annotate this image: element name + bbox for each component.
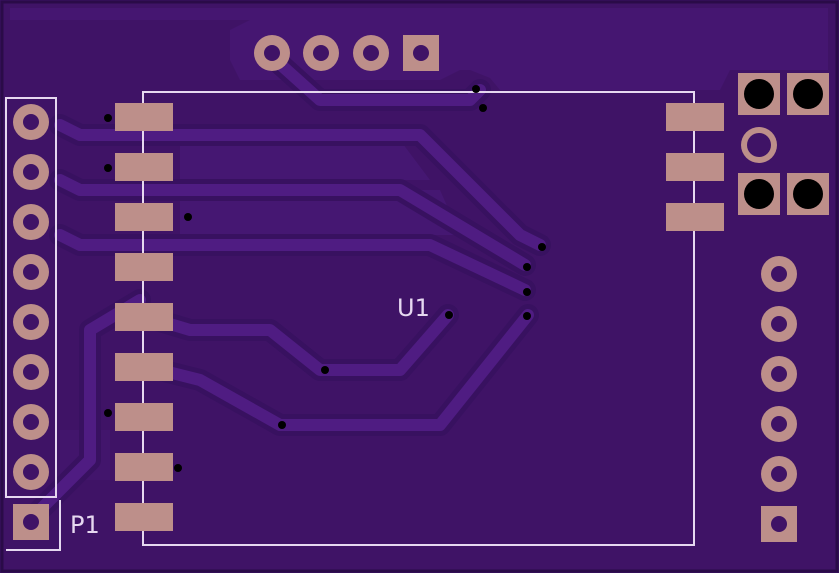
p1-label: P1 xyxy=(70,511,100,539)
u1-pad xyxy=(115,303,173,331)
via xyxy=(523,263,531,271)
via xyxy=(523,312,531,320)
via xyxy=(278,421,286,429)
via xyxy=(104,114,112,122)
p1-pin xyxy=(13,454,49,490)
u1-pad xyxy=(115,103,173,131)
via xyxy=(472,85,480,93)
via xyxy=(538,243,546,251)
via xyxy=(184,213,192,221)
right-header-pin xyxy=(761,456,797,492)
right-header-pin xyxy=(761,306,797,342)
switch-pads xyxy=(738,73,829,215)
p1-pin xyxy=(13,154,49,190)
top-header-pin xyxy=(353,35,389,71)
u1-pad xyxy=(666,203,724,231)
top-header-pads xyxy=(254,35,439,71)
p1-pin1-marker xyxy=(6,500,61,551)
u1-pad xyxy=(666,103,724,131)
right-header-pads xyxy=(761,256,797,542)
vias xyxy=(104,85,546,472)
u1-label: U1 xyxy=(397,294,430,322)
p1-pin xyxy=(13,204,49,240)
p1-pads xyxy=(13,104,49,540)
right-header-pin xyxy=(761,406,797,442)
via xyxy=(321,366,329,374)
top-header-pin-square xyxy=(403,35,439,71)
u1-pad xyxy=(115,253,173,281)
via xyxy=(479,104,487,112)
p1-pin xyxy=(13,404,49,440)
u1-right-pads xyxy=(666,103,724,231)
u1-pad xyxy=(115,203,173,231)
right-header-pin-square xyxy=(761,506,797,542)
p1-pin xyxy=(13,304,49,340)
switch-pad xyxy=(741,127,777,163)
u1-pad xyxy=(666,153,724,181)
u1-left-pads xyxy=(115,103,173,531)
p1-pin-square xyxy=(13,504,49,540)
right-header-pin xyxy=(761,356,797,392)
p1-pin xyxy=(13,254,49,290)
switch-pad xyxy=(738,173,780,215)
switch-pad xyxy=(787,73,829,115)
switch-pad xyxy=(787,173,829,215)
via xyxy=(445,311,453,319)
u1-pad xyxy=(115,503,173,531)
via xyxy=(104,164,112,172)
u1-pad xyxy=(115,353,173,381)
via xyxy=(174,464,182,472)
via xyxy=(104,409,112,417)
p1-silkscreen-outline xyxy=(5,97,57,498)
p1-pin xyxy=(13,104,49,140)
via xyxy=(523,288,531,296)
u1-pad xyxy=(115,403,173,431)
u1-pad xyxy=(115,453,173,481)
u1-pad xyxy=(115,153,173,181)
switch-pad xyxy=(738,73,780,115)
p1-pin xyxy=(13,354,49,390)
top-header-pin xyxy=(254,35,290,71)
top-header-pin xyxy=(303,35,339,71)
right-header-pin xyxy=(761,256,797,292)
